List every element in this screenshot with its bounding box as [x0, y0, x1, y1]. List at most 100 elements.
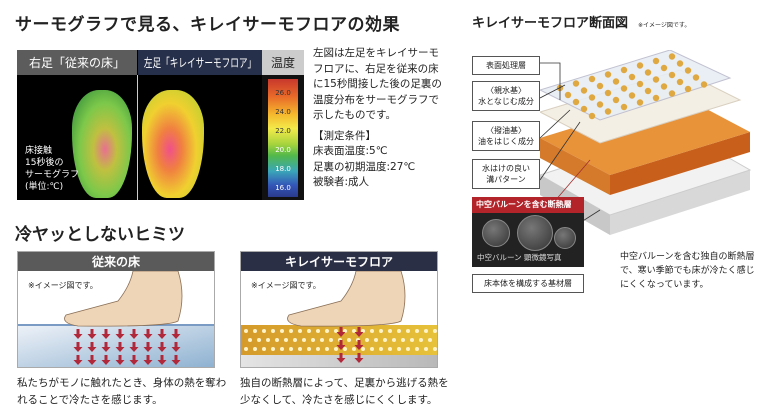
foot-icon — [287, 271, 406, 327]
overlay-line: (単位:℃) — [25, 182, 64, 192]
arrow-down-icon — [354, 327, 364, 337]
molecule-ball — [588, 112, 596, 120]
arrow-down-icon — [87, 342, 97, 352]
balloon-dot — [374, 338, 378, 342]
insulation-layer — [540, 95, 750, 175]
foot-insulated-floor-illustration — [241, 271, 438, 367]
molecule-ball — [604, 89, 612, 97]
molecule-ball — [652, 57, 660, 65]
label-groove-pattern: 水はけの良い溝パターン — [472, 159, 540, 189]
panel-kirei-thermo-floor: キレイサーモフロア ※イメージ図です。 — [240, 251, 438, 368]
arrow-down-icon — [129, 329, 139, 339]
scale-tick: 24.0 — [275, 108, 291, 116]
arrow-down-icon — [87, 329, 97, 339]
arrow-down-icon — [129, 342, 139, 352]
balloon — [517, 215, 553, 251]
balloon-dot — [316, 329, 320, 333]
balloon-dot — [392, 338, 396, 342]
arrow-down-icon — [101, 329, 111, 339]
balloon-dot — [271, 347, 275, 351]
label-text: 〈撥油基〉 — [486, 126, 526, 135]
balloon-dot — [383, 338, 387, 342]
arrow-down-icon — [157, 342, 167, 352]
balloon-dot — [365, 338, 369, 342]
insulation-label: 中空バルーンを含む断熱層 — [472, 197, 584, 213]
arrow-down-icon — [115, 329, 125, 339]
balloon-dot — [316, 347, 320, 351]
arrow-down-icon — [115, 342, 125, 352]
balloon-dot — [433, 329, 437, 333]
overlay-line: 15秒後の — [25, 158, 64, 168]
balloon-dot — [410, 338, 414, 342]
molecule-ball — [636, 99, 644, 106]
molecule-ball — [620, 85, 628, 92]
molecule-ball — [596, 101, 604, 108]
thermo-description: 左図は左足をキレイサーモフロアに、右足を従来の床に15秒間接した後の足裏の温度分… — [313, 46, 443, 191]
molecule-ball — [620, 103, 628, 111]
balloon-dot — [311, 338, 315, 342]
label-text: 〈親水基〉 — [486, 86, 526, 95]
label-base-layer: 床本体を構成する基材層 — [472, 274, 584, 293]
molecule-ball — [684, 67, 692, 74]
scale-tick: 26.0 — [275, 89, 291, 97]
balloon-dot — [388, 347, 392, 351]
left-foot-label-cell: 左足「キレイサーモフロア」 — [138, 50, 262, 75]
scale-tick: 16.0 — [275, 184, 291, 192]
balloon-dot — [361, 347, 365, 351]
label-surface-layer: 表面処理層 — [472, 56, 540, 75]
balloon-dot — [401, 338, 405, 342]
balloon-dot — [415, 347, 419, 351]
balloon-dot — [352, 347, 356, 351]
arrow-down-icon — [171, 329, 181, 339]
arrow-down-icon — [143, 355, 153, 365]
molecule-ball — [596, 82, 604, 90]
arrow-down-icon — [336, 353, 346, 363]
panel-title: 従来の床 — [18, 252, 214, 271]
image-note: ※イメージ図です。 — [28, 281, 98, 290]
insulation-photo: 中空バルーンを含む断熱層 中空バルーン 顕微鏡写真 — [472, 197, 584, 267]
balloon-dot — [307, 347, 311, 351]
molecule-ball — [580, 87, 588, 94]
molecule-ball — [652, 76, 660, 83]
balloon-dot — [379, 329, 383, 333]
balloon-dot — [325, 347, 329, 351]
conditions-heading: 【測定条件】 — [313, 129, 376, 142]
arrow-down-icon — [73, 329, 83, 339]
balloon-dot — [302, 338, 306, 342]
arrow-down-icon — [101, 355, 111, 365]
divider — [137, 75, 138, 200]
molecule-ball — [668, 53, 676, 60]
label-text: 油をはじく成分 — [478, 137, 534, 146]
molecule-ball — [652, 94, 660, 102]
foot-cold-floor-illustration — [18, 271, 214, 367]
cross-section-title: キレイサーモフロア断面図※イメージ図です。 — [472, 12, 690, 31]
molecule-ball — [676, 78, 684, 86]
label-text: 床本体を構成する基材層 — [484, 279, 572, 288]
condition-item: 床表面温度:5℃ — [313, 145, 388, 157]
arrow-down-icon — [157, 329, 167, 339]
balloon-dot — [289, 329, 293, 333]
temperature-scale: 26.0 24.0 22.0 20.0 18.0 16.0 — [262, 75, 304, 200]
balloon-dot — [343, 347, 347, 351]
left-foot-thermal — [142, 90, 204, 198]
balloon-dot — [334, 347, 338, 351]
arrow-down-icon — [336, 340, 346, 350]
balloon-dot — [406, 329, 410, 333]
molecule-ball — [644, 69, 652, 76]
molecule-ball — [604, 71, 612, 78]
molecule-ball — [668, 71, 676, 79]
arrow-down-icon — [171, 355, 181, 365]
balloon-dot — [284, 338, 288, 342]
left-foot-label: 左足「キレイサーモフロア」 — [143, 56, 257, 70]
arrow-down-icon — [73, 342, 83, 352]
molecule-ball — [644, 87, 652, 95]
molecule-ball — [572, 80, 580, 87]
balloon-dot — [437, 338, 438, 342]
molecule-ball — [612, 96, 620, 104]
balloon-dot — [397, 347, 401, 351]
title-text: キレイサーモフロア断面図 — [472, 16, 629, 31]
molecule-ball — [556, 84, 564, 92]
arrow-down-icon — [129, 355, 139, 365]
condition-item: 被験者:成人 — [313, 176, 370, 188]
molecule-ball — [604, 108, 612, 115]
